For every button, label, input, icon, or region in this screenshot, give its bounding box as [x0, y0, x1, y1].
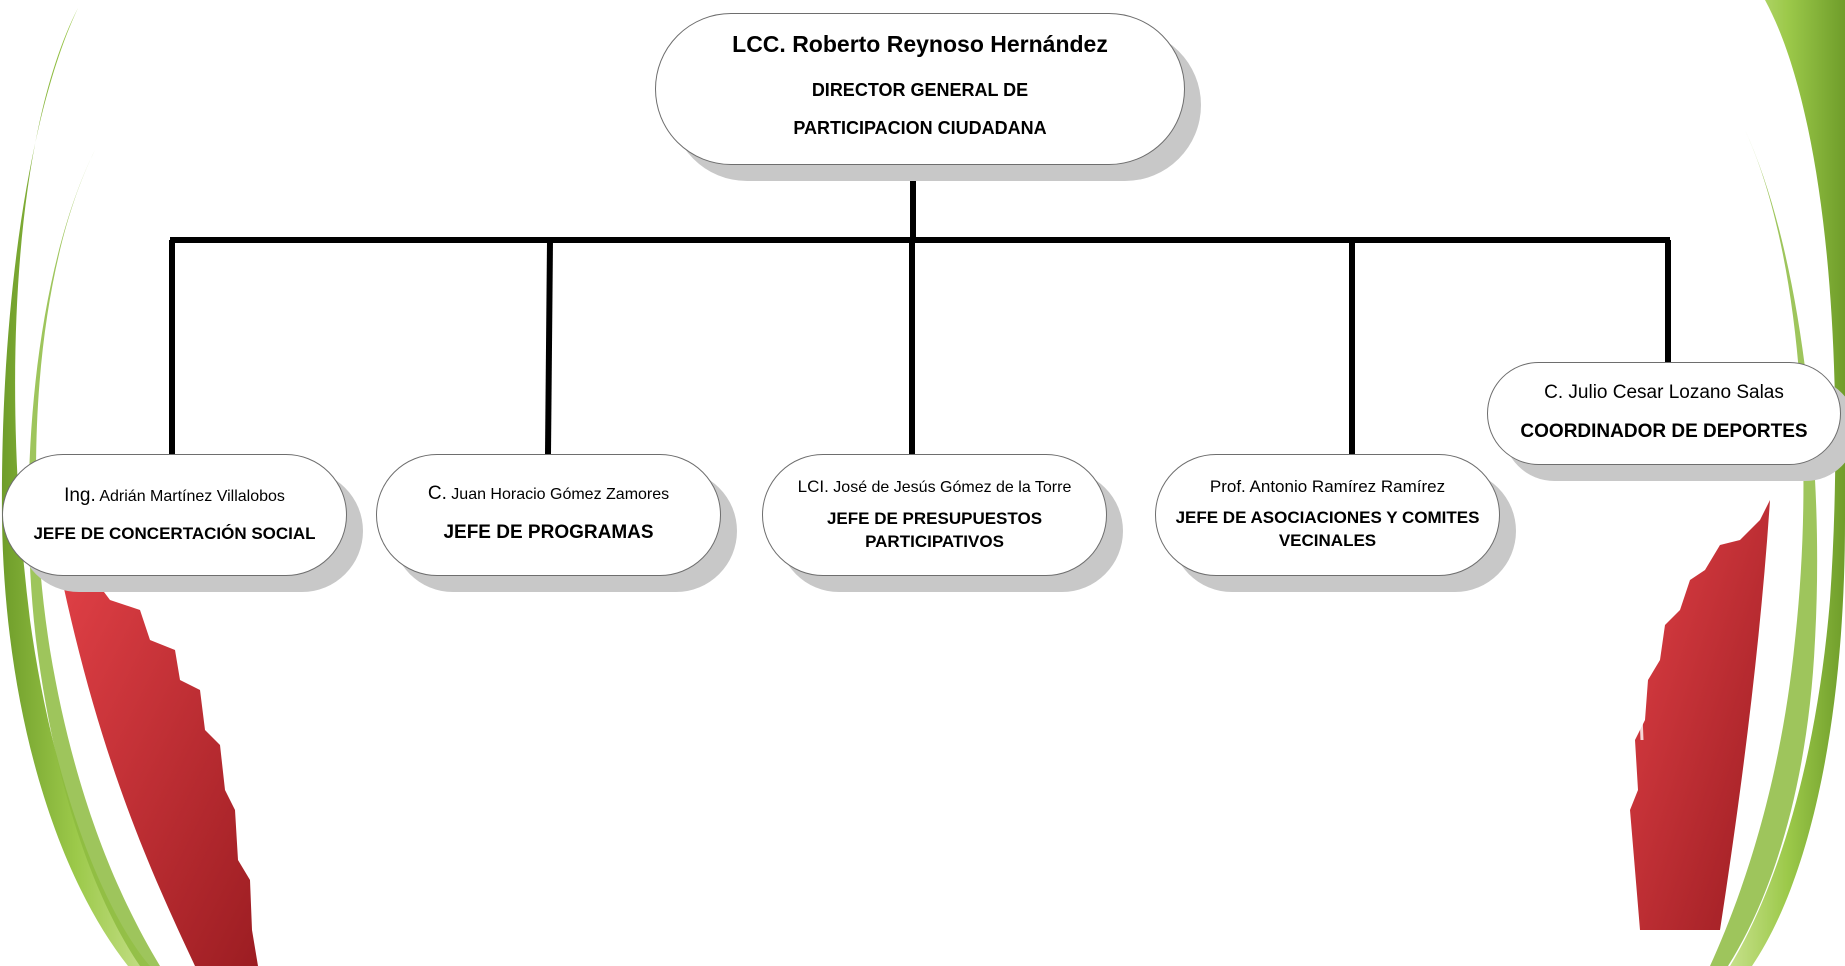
left-leaf-decoration — [1, 8, 160, 966]
subordinate-title-line-1: JEFE DE ASOCIACIONES Y COMITES — [1175, 508, 1480, 528]
subordinate-node-concertacion: Ing. Adrián Martínez Villalobos JEFE DE … — [2, 454, 347, 576]
name-text: Adrián Martínez Villalobos — [95, 487, 285, 505]
subordinate-title-line-2: PARTICIPATIVOS — [865, 532, 1004, 552]
subordinate-title-line-2: VECINALES — [1278, 531, 1377, 551]
name-text: José de Jesús Gómez de la Torre — [828, 478, 1072, 496]
right-gear-decoration — [1630, 500, 1770, 930]
subordinate-node-asociaciones: Prof. Antonio Ramírez Ramírez JEFE DE AS… — [1155, 454, 1500, 576]
name-prefix: Ing. — [64, 484, 96, 506]
subordinate-node-presupuestos: LCI. José de Jesús Gómez de la Torre JEF… — [762, 454, 1107, 576]
name-prefix: C. — [427, 483, 447, 505]
director-title-line-2: PARTICIPACION CIUDADANA — [793, 117, 1047, 138]
subordinate-name: Ing. Adrián Martínez Villalobos — [64, 485, 285, 508]
subordinate-name: C. Julio Cesar Lozano Salas — [1544, 381, 1784, 403]
subordinate-name: C. Juan Horacio Gómez Zamores — [428, 483, 669, 506]
name-prefix: LCI. — [797, 476, 829, 496]
org-connectors — [169, 165, 1671, 455]
right-leaf-decoration — [1710, 0, 1845, 966]
director-node: LCC. Roberto Reynoso Hernández DIRECTOR … — [655, 13, 1185, 165]
subordinate-node-deportes: C. Julio Cesar Lozano Salas COORDINADOR … — [1487, 362, 1841, 465]
subordinate-title-line-1: JEFE DE PRESUPUESTOS — [826, 509, 1043, 529]
connector-to-node-2 — [545, 239, 553, 455]
subordinate-title: COORDINADOR DE DEPORTES — [1520, 420, 1808, 442]
name-text: Juan Horacio Gómez Zamores — [446, 486, 670, 504]
subordinate-title: JEFE DE CONCERTACIÓN SOCIAL — [33, 523, 316, 543]
subordinate-name: Prof. Antonio Ramírez Ramírez — [1209, 476, 1446, 496]
director-title-line-1: DIRECTOR GENERAL DE — [811, 79, 1029, 100]
subordinate-node-programas: C. Juan Horacio Gómez Zamores JEFE DE PR… — [376, 454, 721, 576]
subordinate-name: LCI. José de Jesús Gómez de la Torre — [798, 476, 1072, 499]
director-name: LCC. Roberto Reynoso Hernández — [732, 31, 1108, 58]
subordinate-title: JEFE DE PROGRAMAS — [443, 522, 654, 544]
